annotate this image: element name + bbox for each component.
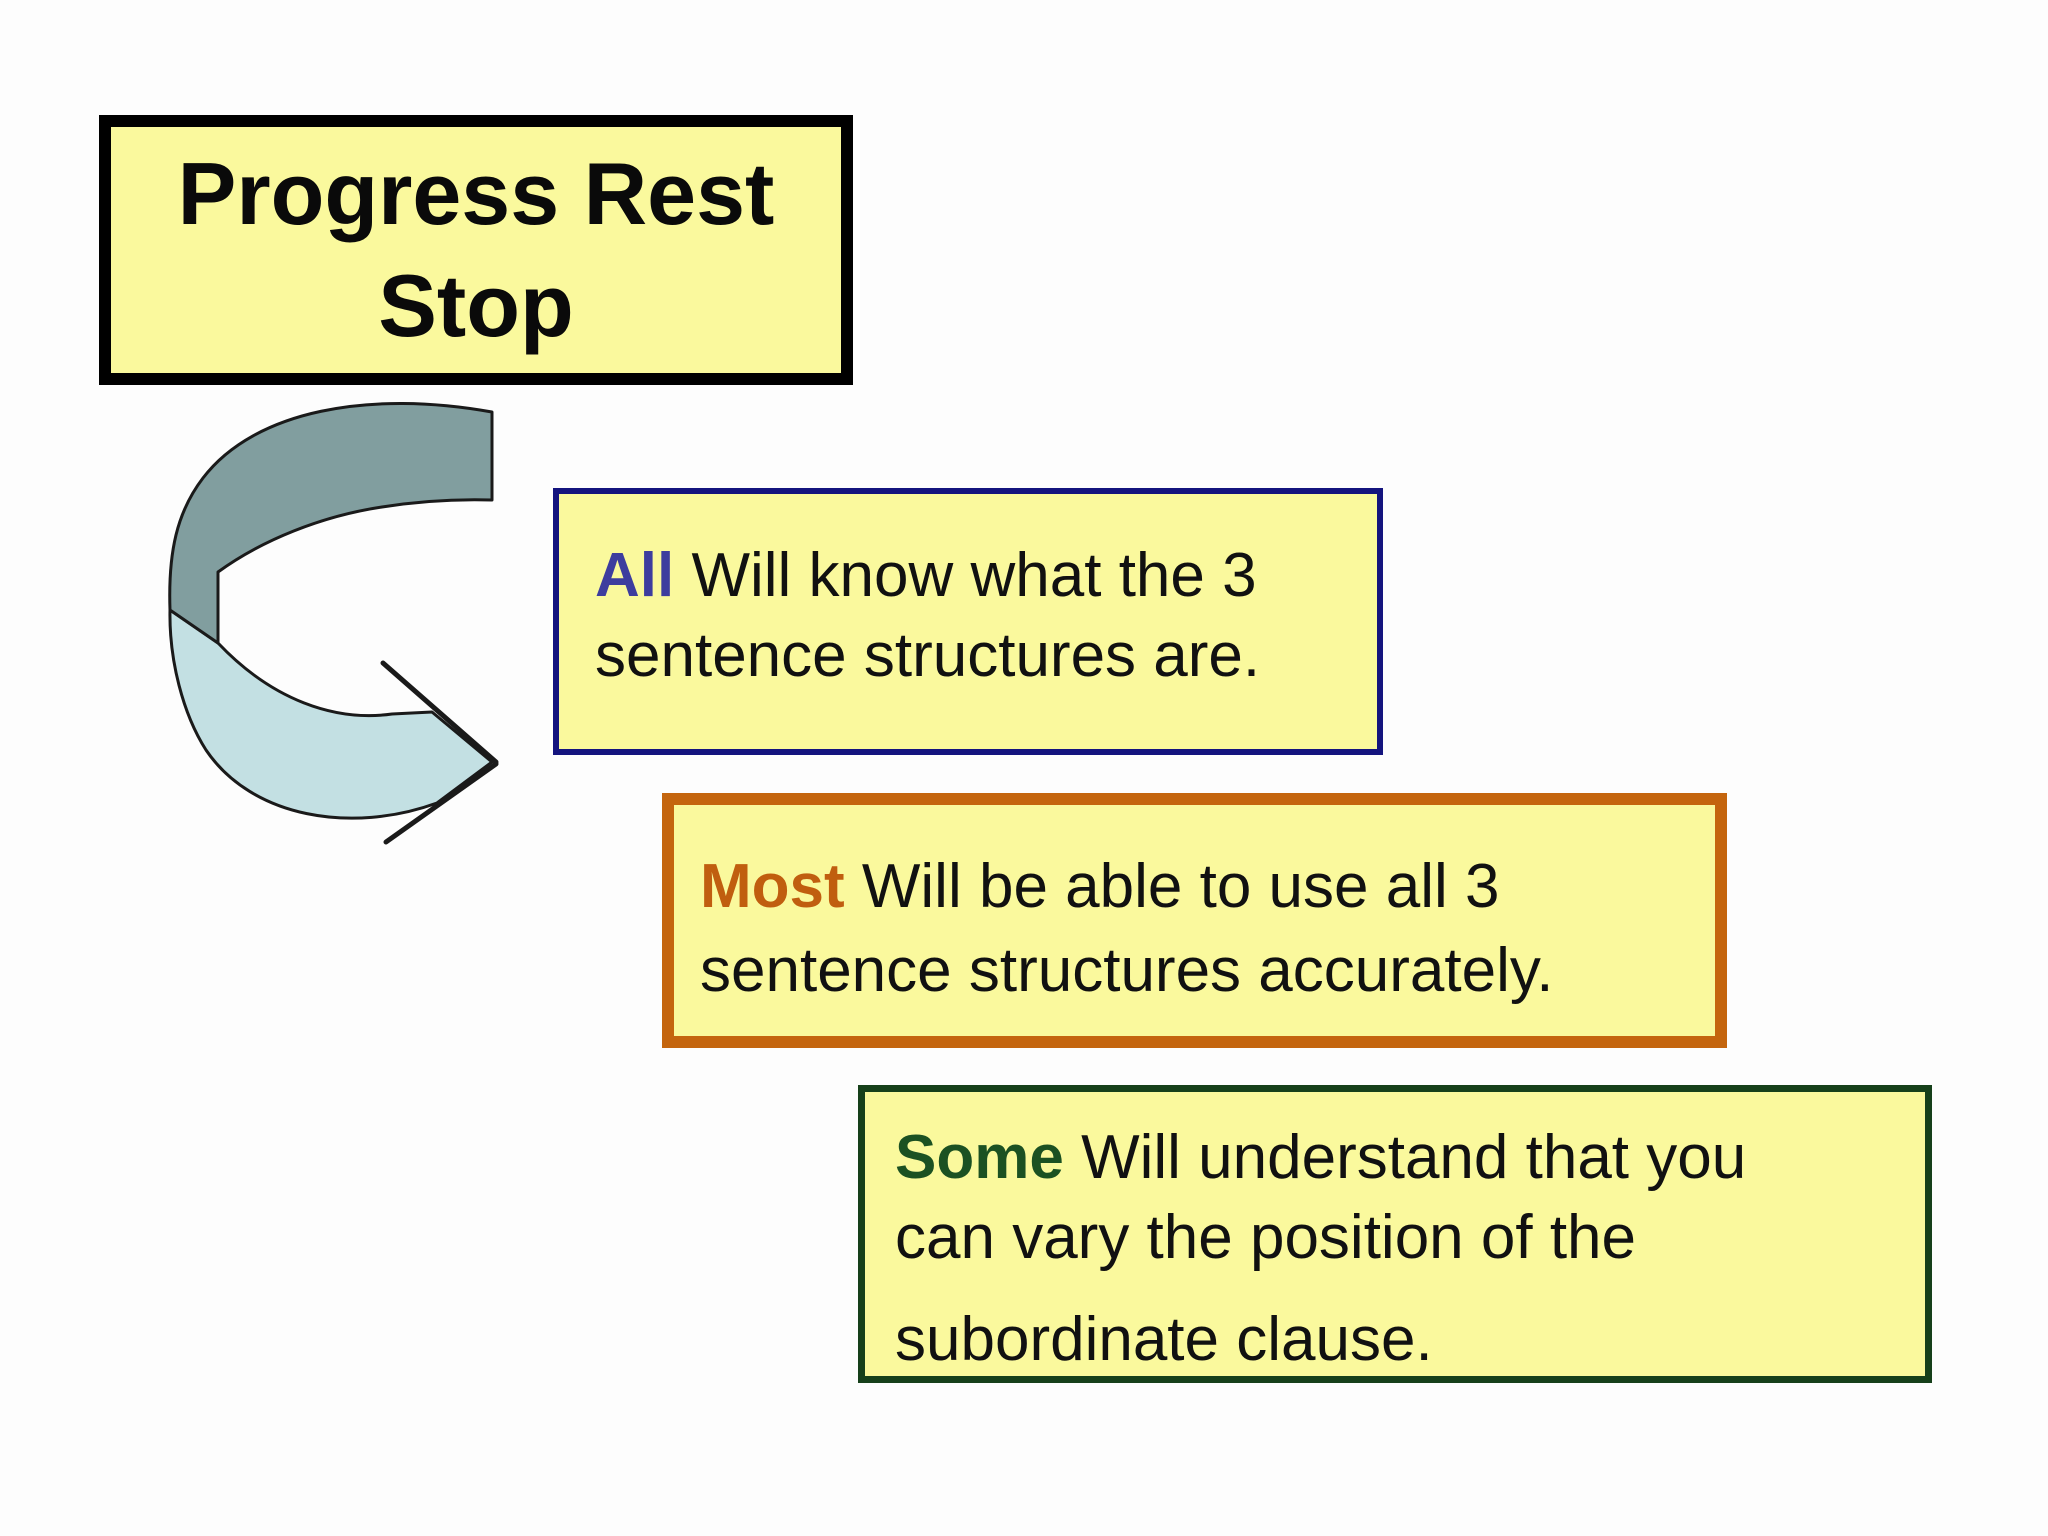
box-most-line-1: Most Will be able to use all 3 (700, 845, 1695, 929)
title-box: Progress Rest Stop (99, 115, 853, 385)
box-all-line-2: sentence structures are. (595, 621, 1261, 690)
keyword-most: Most (700, 852, 845, 921)
title-line-1: Progress Rest (177, 144, 775, 243)
box-most-line-1-text: Will be able to use all 3 (861, 852, 1500, 921)
objective-box-some: Some Will understand that you can vary t… (858, 1085, 1932, 1383)
box-some-line-1-text: Will understand that you (1081, 1123, 1747, 1192)
arrowhead-upper-stroke (380, 660, 499, 765)
arrow-upper-band (168, 401, 494, 645)
keyword-all: All (595, 541, 675, 610)
box-some-line-1: Some Will understand that you (895, 1118, 1905, 1198)
box-all-line-1-text: Will know what the 3 (691, 541, 1257, 610)
arrow-lower-band (168, 608, 494, 820)
box-some-line-2: can vary the position of the (895, 1203, 1637, 1272)
keyword-some: Some (895, 1123, 1064, 1192)
arrowhead-lower-stroke (383, 761, 499, 845)
box-some-line-3: subordinate clause. (895, 1305, 1433, 1374)
objective-box-all: All Will know what the 3 sentence struct… (553, 488, 1383, 755)
box-most-line-2: sentence structures accurately. (700, 936, 1554, 1005)
box-all-line-1: All Will know what the 3 (595, 536, 1357, 616)
objective-box-most: Most Will be able to use all 3 sentence … (662, 793, 1727, 1048)
title-line-2: Stop (378, 256, 574, 355)
